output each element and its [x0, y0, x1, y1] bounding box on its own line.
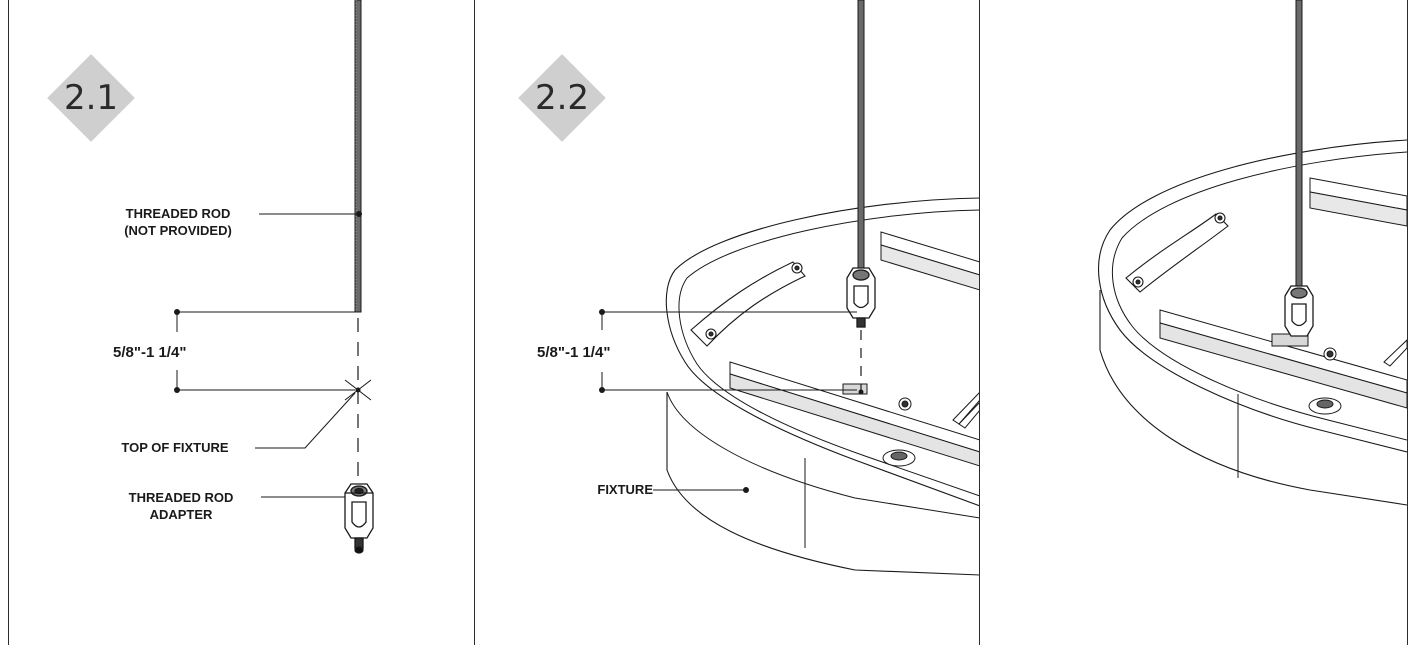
- fixture-side-wall: [666, 392, 980, 576]
- adapter-label-line2: ADAPTER: [149, 507, 213, 522]
- curved-strap: [690, 261, 806, 347]
- fixture-washer: [882, 449, 916, 467]
- threaded-rod: [857, 0, 865, 271]
- lower-rail: [729, 361, 980, 467]
- top-of-fixture-label: TOP OF FIXTURE: [121, 440, 229, 455]
- adapter-label-line1: THREADED ROD: [128, 490, 234, 505]
- dimension-label: 5/8"-1 1/4": [113, 344, 187, 361]
- fixture-side-wall: [1099, 290, 1407, 506]
- threaded-rod-adapter: [344, 483, 374, 554]
- panel-step-2-3: [979, 0, 1408, 645]
- step-2-2-drawing: [599, 0, 980, 576]
- fixture-ring-outer: [665, 197, 980, 507]
- cross-bars: [1383, 339, 1407, 367]
- step-2-3-drawing: [1098, 0, 1407, 506]
- fixture-washer: [1308, 397, 1342, 415]
- upper-rail: [880, 231, 980, 291]
- upper-rail: [1309, 177, 1407, 227]
- threaded-rod-adapter: [1284, 285, 1314, 337]
- threaded-rod: [354, 0, 362, 313]
- threaded-rod-label-line2: (NOT PROVIDED): [124, 223, 232, 238]
- dimension-label: 5/8"-1 1/4": [537, 344, 611, 361]
- fixture-ring-outer: [1098, 139, 1407, 453]
- threaded-rod-adapter: [846, 267, 876, 328]
- adapter-label: THREADED ROD ADAPTER: [101, 489, 261, 523]
- fixture-label: FIXTURE: [597, 482, 653, 497]
- step-number: 2.1: [63, 78, 119, 118]
- step-number: 2.2: [534, 78, 590, 118]
- lower-rail: [1159, 309, 1407, 409]
- curved-strap: [1125, 212, 1229, 293]
- step-2-1-drawing: [174, 0, 374, 554]
- threaded-rod-label: THREADED ROD (NOT PROVIDED): [97, 205, 259, 239]
- panel-step-2-2: 2.2: [474, 0, 980, 645]
- threaded-rod-label-line1: THREADED ROD: [125, 206, 231, 221]
- panel-step-2-1: 2.1: [8, 0, 475, 645]
- threaded-rod: [1295, 0, 1303, 291]
- cross-bars: [952, 391, 980, 429]
